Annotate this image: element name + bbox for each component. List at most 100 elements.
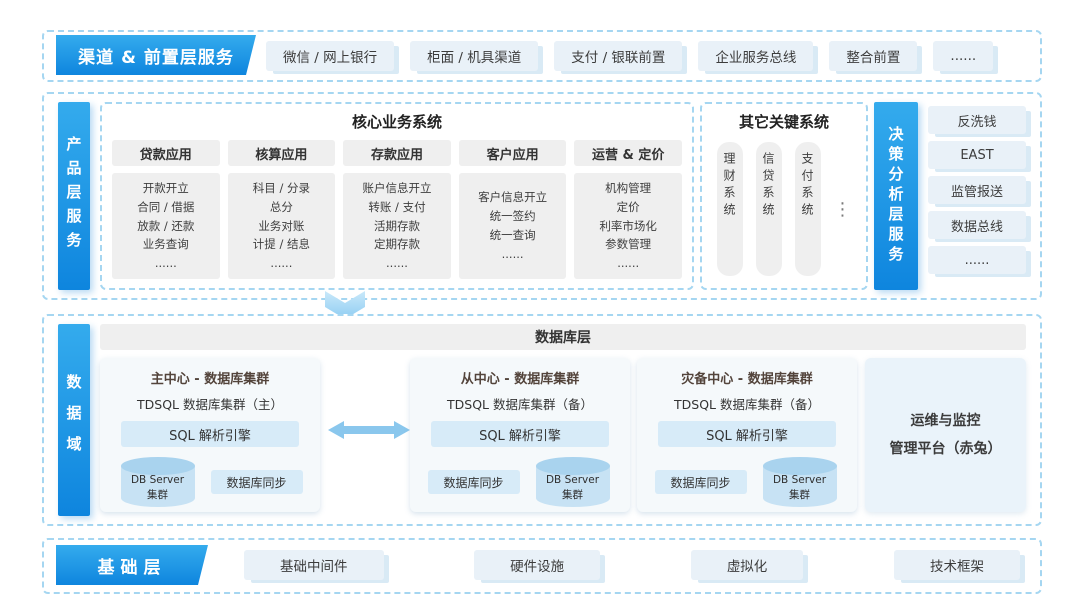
- core-column: 客户应用 客户信息开立 统一签约 统一查询 ......: [458, 140, 567, 279]
- foundation-item: 硬件设施: [474, 550, 601, 580]
- ops-panel-line: 管理平台（赤兔）: [889, 441, 1002, 457]
- other-system-bar-text: 支付系统: [800, 152, 814, 220]
- db-server-cylinder: DB Server 集群: [533, 456, 613, 508]
- db-server-label: DB Server 集群: [760, 473, 840, 503]
- product-layer-label: 产品层服务: [58, 102, 90, 290]
- core-column-line: 业务对账: [258, 218, 305, 233]
- core-column-line: 开款开立: [142, 180, 189, 195]
- replication-arrow-icon: [328, 421, 410, 439]
- cluster-title: 从中心 - 数据库集群: [460, 372, 580, 387]
- core-column-line: 统一查询: [489, 228, 536, 242]
- clusters-row: 主中心 - 数据库集群 TDSQL 数据库集群（主） SQL 解析引擎 DB S…: [100, 358, 1026, 512]
- core-column-body: 机构管理 定价 利率市场化 参数管理 ......: [574, 173, 682, 279]
- db-sync-box: 数据库同步: [210, 470, 303, 494]
- cluster-subtitle: TDSQL 数据库集群（备）: [447, 397, 593, 412]
- db-server-label-line: 集群: [562, 489, 583, 502]
- data-domain-band: 数据域 数据库层 主中心 - 数据库集群 TDSQL 数据库集群（主） SQL …: [42, 314, 1042, 526]
- core-column-line: ......: [270, 256, 293, 271]
- foundation-layer-band: 基础层 基础中间件 硬件设施 虚拟化 技术框架: [42, 538, 1042, 594]
- db-cluster-primary: 主中心 - 数据库集群 TDSQL 数据库集群（主） SQL 解析引擎 DB S…: [100, 358, 320, 512]
- more-systems-dots: ⋮: [833, 198, 852, 220]
- core-column-line: 统一签约: [489, 209, 536, 224]
- database-cylinder-icon: [120, 457, 195, 507]
- db-server-label-line: 集群: [147, 489, 168, 502]
- core-column-line: ......: [501, 246, 524, 261]
- core-column-line: 转账 / 支付: [368, 199, 426, 214]
- other-system-bar: 理财系统: [716, 142, 743, 276]
- core-column: 贷款应用 开款开立 合同 / 借据 放款 / 还款 业务查询 ......: [112, 140, 220, 279]
- core-column-header: 运营 & 定价: [574, 140, 682, 166]
- db-server-cylinder: DB Server 集群: [760, 456, 840, 508]
- core-column-line: 参数管理: [605, 237, 652, 252]
- channel-item: 微信 / 网上银行: [266, 41, 395, 71]
- core-column-header: 客户应用: [458, 140, 567, 166]
- cluster-title: 灾备中心 - 数据库集群: [681, 372, 813, 387]
- data-domain-label-text: 数据域: [64, 373, 83, 467]
- sql-engine-box: SQL 解析引擎: [121, 421, 299, 447]
- db-server-label-line: DB Server: [772, 474, 827, 486]
- core-column-line: 定期存款: [373, 237, 420, 252]
- other-system-bar-text: 理财系统: [722, 152, 736, 220]
- data-domain-label: 数据域: [58, 324, 90, 516]
- core-column-header: 核算应用: [227, 140, 336, 166]
- ops-panel-line: 运维与监控: [910, 413, 981, 429]
- database-cylinder-icon: [762, 457, 837, 507]
- database-cylinder-icon: [535, 457, 610, 507]
- core-business-system-panel: 核心业务系统 贷款应用 开款开立 合同 / 借据 放款 / 还款 业务查询 ..…: [100, 102, 694, 290]
- database-layer-header: 数据库层: [100, 324, 1026, 350]
- core-column-line: 科目 / 分录: [252, 180, 310, 195]
- decision-item-more: ......: [928, 246, 1026, 274]
- core-column-line: 总分: [269, 199, 293, 214]
- db-server-label-line: DB Server: [545, 474, 600, 486]
- core-column-header: 存款应用: [343, 140, 451, 166]
- channel-item-more: ......: [933, 41, 994, 71]
- db-cluster-disaster-recovery: 灾备中心 - 数据库集群 TDSQL 数据库集群（备） SQL 解析引擎 数据库…: [637, 358, 857, 512]
- core-column: 存款应用 账户信息开立 转账 / 支付 活期存款 定期存款 ......: [343, 140, 451, 279]
- db-sync-box: 数据库同步: [654, 470, 747, 494]
- foundation-item: 基础中间件: [244, 550, 384, 580]
- core-column-line: 定价: [616, 199, 640, 214]
- db-sync-box: 数据库同步: [427, 470, 520, 494]
- cluster-subtitle: TDSQL 数据库集群（主）: [137, 397, 283, 412]
- foundation-item: 技术框架: [893, 550, 1020, 580]
- decision-item: 监管报送: [928, 176, 1026, 204]
- decision-layer-label-text: 决策分析层服务: [886, 126, 905, 266]
- foundation-item: 虚拟化: [690, 550, 804, 580]
- cluster-bottom-row: 数据库同步 DB Server 集群: [654, 456, 840, 508]
- flow-down-arrow-icon: [325, 291, 365, 319]
- other-system-bar-text: 信贷系统: [761, 152, 775, 220]
- core-column-body: 开款开立 合同 / 借据 放款 / 还款 业务查询 ......: [112, 173, 220, 279]
- db-server-label-line: 集群: [789, 489, 810, 502]
- core-column-line: 机构管理: [605, 180, 652, 195]
- other-system-bar: 支付系统: [794, 142, 821, 276]
- core-column: 运营 & 定价 机构管理 定价 利率市场化 参数管理 ......: [574, 140, 682, 279]
- product-layer-label-text: 产品层服务: [64, 136, 83, 256]
- core-column-body: 科目 / 分录 总分 业务对账 计提 / 结息 ......: [227, 173, 336, 279]
- db-server-label: DB Server 集群: [118, 473, 198, 503]
- core-column-line: ......: [617, 256, 640, 271]
- product-layer-band: 产品层服务 核心业务系统 贷款应用 开款开立 合同 / 借据 放款 / 还款 业…: [42, 92, 1042, 300]
- core-column-body: 账户信息开立 转账 / 支付 活期存款 定期存款 ......: [343, 173, 451, 279]
- cluster-bottom-row: 数据库同步 DB Server 集群: [427, 456, 613, 508]
- core-column-header: 贷款应用: [112, 140, 220, 166]
- ops-monitor-panel: 运维与监控 管理平台（赤兔）: [865, 358, 1026, 512]
- core-column-body: 客户信息开立 统一签约 统一查询 ......: [458, 173, 567, 279]
- cluster-subtitle: TDSQL 数据库集群（备）: [674, 397, 820, 412]
- sql-engine-box: SQL 解析引擎: [431, 421, 609, 447]
- other-key-systems-panel: 其它关键系统 理财系统 信贷系统 支付系统 ⋮: [700, 102, 868, 290]
- foundation-items-row: 基础中间件 硬件设施 虚拟化 技术框架: [244, 550, 1020, 580]
- core-column: 核算应用 科目 / 分录 总分 业务对账 计提 / 结息 ......: [227, 140, 336, 279]
- core-column-line: 账户信息开立: [362, 180, 432, 195]
- decision-items-column: 反洗钱 EAST 监管报送 数据总线 ......: [928, 106, 1026, 274]
- db-cluster-secondary: 从中心 - 数据库集群 TDSQL 数据库集群（备） SQL 解析引擎 数据库同…: [410, 358, 630, 512]
- cluster-title: 主中心 - 数据库集群: [150, 372, 270, 387]
- core-column-line: 业务查询: [142, 237, 189, 252]
- channel-layer-label: 渠道 & 前置层服务: [56, 35, 256, 75]
- channel-items-row: 微信 / 网上银行 柜面 / 机具渠道 支付 / 银联前置 企业服务总线 整合前…: [266, 41, 1028, 71]
- decision-layer-label: 决策分析层服务: [874, 102, 918, 290]
- decision-item: 数据总线: [928, 211, 1026, 239]
- core-column-line: ......: [154, 256, 177, 271]
- channel-item: 柜面 / 机具渠道: [410, 41, 539, 71]
- db-server-label: DB Server 集群: [533, 473, 613, 503]
- other-systems-title: 其它关键系统: [738, 113, 829, 131]
